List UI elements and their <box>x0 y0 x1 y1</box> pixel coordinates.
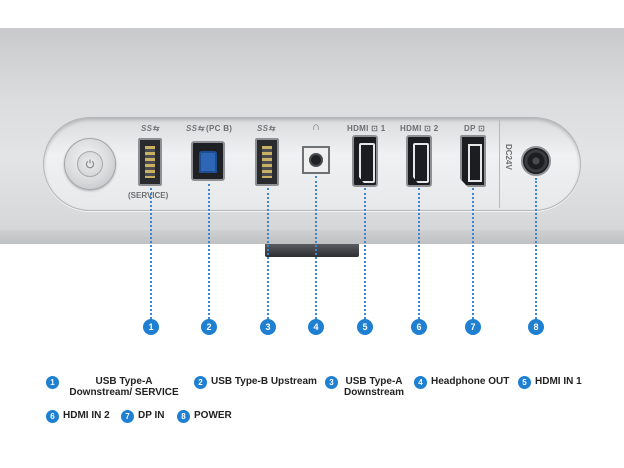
callout-line-4 <box>315 176 317 319</box>
hdmi2-label: HDMI ⊡ 2 <box>400 124 439 133</box>
legend-item-dp: 7 DP IN <box>121 410 165 423</box>
callout-number: 3 <box>260 319 276 335</box>
callout-number: 8 <box>528 319 544 335</box>
usb-a-downstream-port[interactable] <box>255 138 279 186</box>
legend-text: DP IN <box>138 410 165 421</box>
legend-number: 5 <box>518 376 531 389</box>
dc-label: DC24V <box>504 144 513 170</box>
usb-b-upstream-port[interactable] <box>191 141 225 181</box>
power-icon <box>85 159 95 169</box>
legend-item-hdmi1: 5 HDMI IN 1 <box>518 376 582 389</box>
legend-item-headphone: 4 Headphone OUT <box>414 376 509 389</box>
usb-a-service-port[interactable] <box>138 138 162 186</box>
legend-number: 6 <box>46 410 59 423</box>
hdmi-in-1-port[interactable] <box>352 135 378 187</box>
headphone-out-port[interactable] <box>302 146 330 174</box>
callout-number: 5 <box>357 319 373 335</box>
legend-text: USB Type-B Upstream <box>211 376 317 387</box>
service-label: (SERVICE) <box>128 191 169 200</box>
legend-text: POWER <box>194 410 232 421</box>
callout-line-7 <box>472 188 474 319</box>
callout-line-2 <box>208 184 210 319</box>
legend-text: Headphone OUT <box>431 376 510 387</box>
legend-text: USB Type-A Downstream <box>343 376 404 398</box>
dp-label: DP ⊡ <box>464 124 486 133</box>
callout-number: 6 <box>411 319 427 335</box>
legend-number: 4 <box>414 376 427 389</box>
usb-a-service-symbol: SS⇆ <box>141 124 160 133</box>
dp-in-port[interactable] <box>460 135 486 187</box>
legend-number: 8 <box>177 410 190 423</box>
legend-text: USB Type-A Downstream/ SERVICE <box>69 376 179 398</box>
legend-item-usb-b: 2 USB Type-B Upstream <box>194 376 317 389</box>
callout-line-8 <box>535 178 537 319</box>
legend-item-hdmi2: 6 HDMI IN 2 <box>46 410 110 423</box>
callout-number: 7 <box>465 319 481 335</box>
callout-number: 4 <box>308 319 324 335</box>
usb-b-symbol: SS⇆ <box>186 124 205 133</box>
legend-item-usb-a-downstream: 3 USB Type-A Downstream <box>325 376 406 398</box>
stand-connector <box>265 244 359 257</box>
callout-line-6 <box>418 188 420 319</box>
callout-number: 2 <box>201 319 217 335</box>
callout-line-1 <box>150 188 152 319</box>
legend-number: 1 <box>46 376 59 389</box>
callout-line-5 <box>364 188 366 319</box>
panel-divider <box>499 120 500 208</box>
usb-b-label: (PC B) <box>206 124 233 133</box>
legend-number: 7 <box>121 410 134 423</box>
power-button-face <box>77 151 103 177</box>
hdmi1-label: HDMI ⊡ 1 <box>347 124 386 133</box>
callout-line-3 <box>267 188 269 319</box>
hdmi-in-2-port[interactable] <box>406 135 432 187</box>
legend-text: HDMI IN 2 <box>63 410 110 421</box>
power-dc-port[interactable] <box>521 146 551 176</box>
monitor-bottom-edge <box>0 230 624 244</box>
legend-text: HDMI IN 1 <box>535 376 582 387</box>
legend-item-power: 8 POWER <box>177 410 232 423</box>
legend-number: 3 <box>325 376 338 389</box>
legend-item-usb-a-service: 1 USB Type-A Downstream/ SERVICE <box>46 376 185 398</box>
power-button[interactable] <box>64 138 116 190</box>
legend-number: 2 <box>194 376 207 389</box>
callout-number: 1 <box>143 319 159 335</box>
usb-a-downstream-symbol: SS⇆ <box>257 124 276 133</box>
headphone-icon: ∩ <box>312 121 321 133</box>
